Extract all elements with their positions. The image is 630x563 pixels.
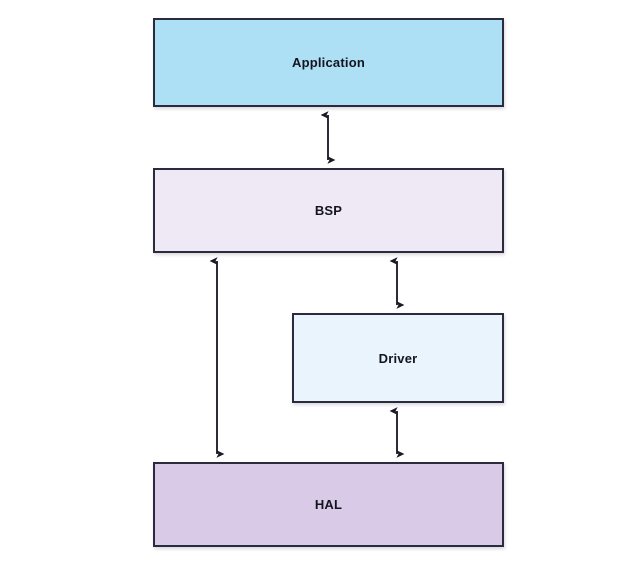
- node-application-label: Application: [292, 55, 365, 70]
- node-bsp[interactable]: BSP: [153, 168, 504, 253]
- node-bsp-label: BSP: [314, 203, 343, 218]
- node-hal[interactable]: HAL: [153, 462, 504, 547]
- node-hal-label: HAL: [314, 497, 343, 512]
- node-driver-label: Driver: [378, 350, 418, 366]
- node-driver[interactable]: Driver: [292, 313, 504, 403]
- node-application[interactable]: Application: [153, 18, 504, 107]
